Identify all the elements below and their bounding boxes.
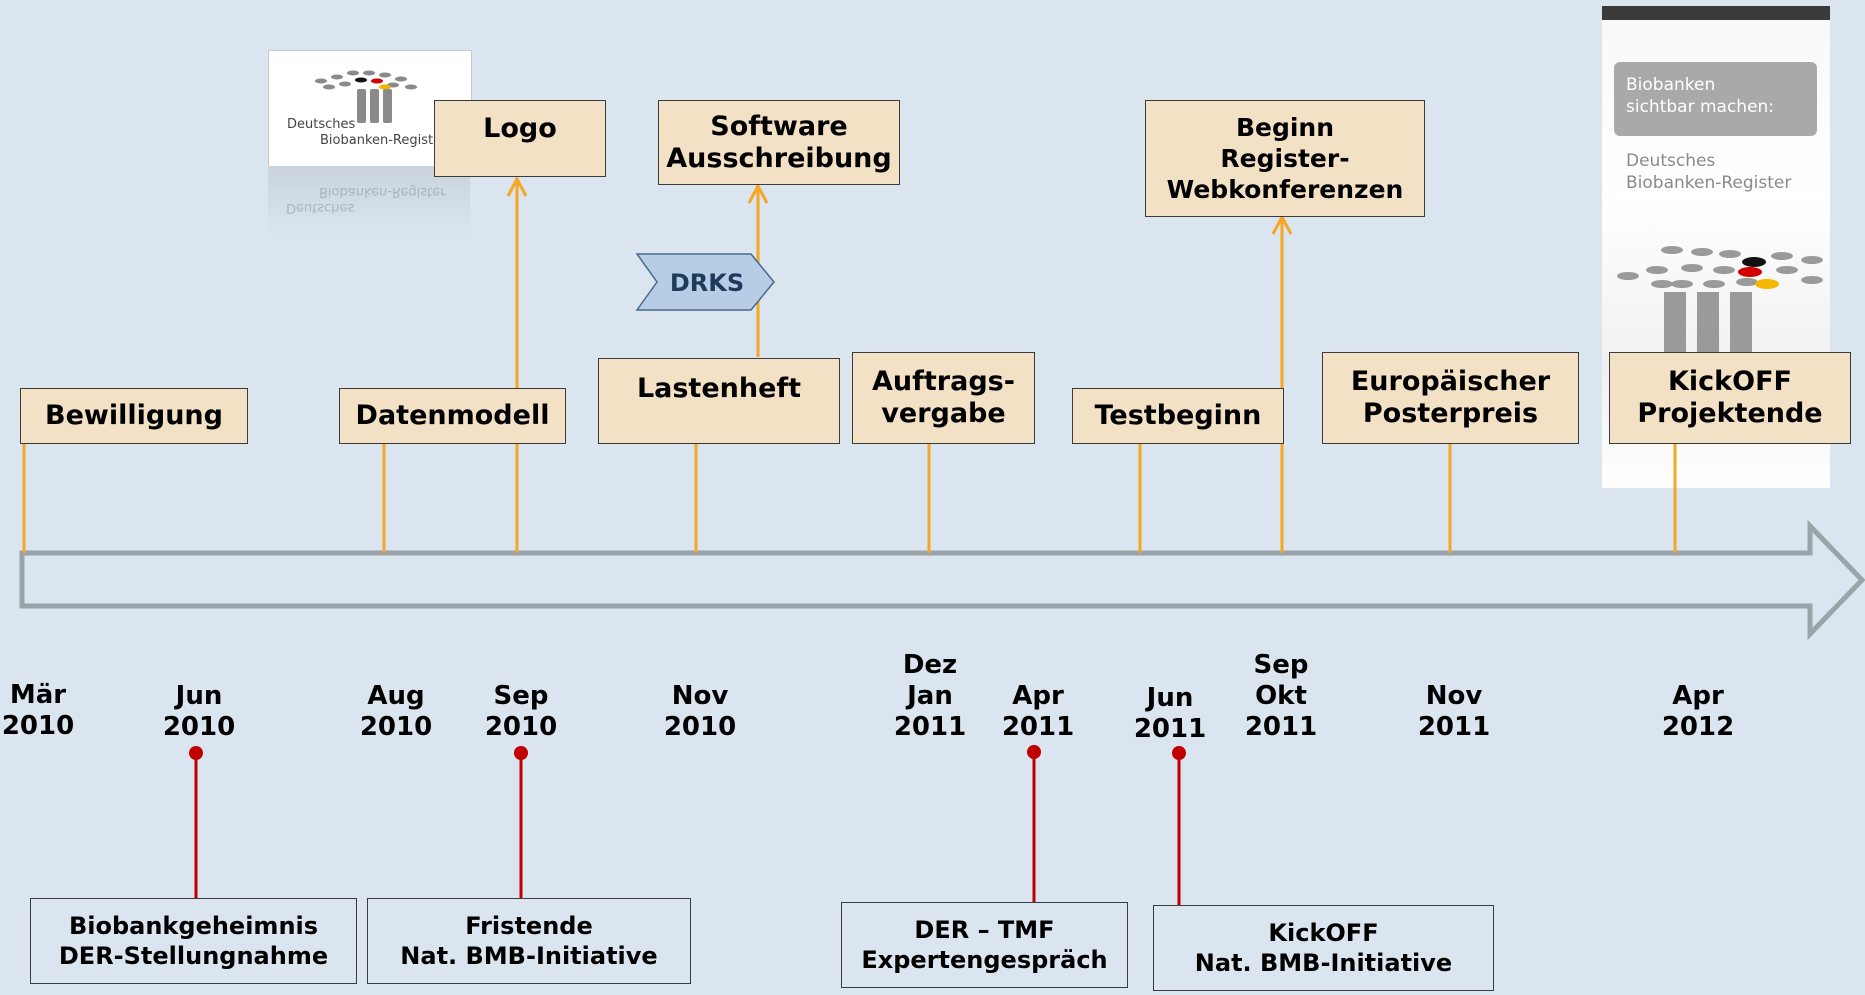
event-kickoff-bmb-label-1: KickOFF [1268,919,1379,947]
logo-reflection: Biobanken-Register Deutsches [268,166,470,236]
date-line: 2010 [1,711,75,741]
date-apr-2011: Apr 2011 [1002,681,1074,743]
event-der-tmf-label-1: DER – TMF [914,916,1055,944]
logo-line-2: Biobanken-Register [320,133,447,148]
event-posterpreis-label-2: Posterpreis [1362,398,1539,429]
poster-banner-headline-box [1614,62,1817,136]
date-aug-2010: Aug 2010 [360,681,432,743]
event-software-label-2: Ausschreibung [666,142,892,174]
date-line: Jan [907,681,953,711]
date-line: Okt [1255,681,1307,711]
date-line: Mär [9,680,67,710]
date-line: Apr [1672,681,1724,711]
date-nov-2011: Nov 2011 [1418,681,1490,743]
timeline-arrow-shape [19,519,1865,641]
event-register-webkonferenzen: Beginn Register- Webkonferenzen [1145,100,1425,217]
date-line: Apr [1012,681,1064,711]
date-sep-2010: Sep 2010 [485,681,557,743]
drks-tag-shape [635,253,775,311]
event-datenmodell-label: Datenmodell [355,400,550,431]
date-line: Sep [493,681,549,711]
poster-headline-line-1: Biobanken [1626,75,1716,95]
event-kickoff-projektende: KickOFF Projektende [1609,352,1851,444]
date-line: 2011 [1001,712,1075,742]
date-line: Nov [671,681,729,711]
event-projektende-label-1: KickOFF [1668,366,1792,397]
event-fristende-label-2: Nat. BMB-Initiative [400,942,658,970]
event-biobankgeheimnis: Biobankgeheimnis DER-Stellungnahme [30,898,357,984]
poster-headline-line-2: sichtbar machen: [1626,97,1775,117]
date-line: 2010 [162,712,236,742]
event-bewilligung: Bewilligung [20,388,248,444]
pin-dot-biobankgeheimnis [189,746,203,760]
event-biobankgeheimnis-label-2: DER-Stellungnahme [58,942,329,970]
date-line: Jun [1146,683,1194,713]
event-der-tmf-label-2: Expertengespräch [861,946,1108,974]
date-line: Dez [902,650,958,680]
event-auftragsvergabe-label-2: vergabe [881,398,1006,429]
event-logo-label: Logo [483,113,557,144]
event-auftragsvergabe-label-1: Auftrags- [872,366,1015,397]
date-line: Nov [1425,681,1483,711]
event-lastenheft-label: Lastenheft [636,373,802,404]
date-line: Aug [367,681,425,711]
date-line: 2012 [1661,712,1735,742]
pin-dot-kickoff-bmb [1172,746,1186,760]
event-europaeischer-posterpreis: Europäischer Posterpreis [1322,352,1579,444]
event-logo: Logo [434,100,606,177]
date-sep-okt-2011: Sep Okt 2011 [1245,650,1317,743]
event-kickoff-bmb-label-2: Nat. BMB-Initiative [1194,949,1453,977]
event-fristende-label-1: Fristende [465,912,593,940]
poster-subtitle-line-1: Deutsches [1626,151,1716,171]
event-bewilligung-label: Bewilligung [45,400,223,431]
arrowhead-software [747,182,769,204]
drks-tag-label: DRKS [670,269,744,297]
date-apr-2012: Apr 2012 [1662,681,1734,743]
event-projektende-label-2: Projektende [1637,398,1823,429]
pin-dot-fristende [514,746,528,760]
event-software-ausschreibung: Software Ausschreibung [658,100,900,185]
date-line: 2011 [1244,712,1318,742]
event-posterpreis-label-1: Europäischer [1350,366,1551,397]
date-jun-2011: Jun 2011 [1134,683,1206,745]
poster-banner-subtitle: Deutsches Biobanken-Register [1626,150,1791,194]
date-dez-jan-2011: Dez Jan 2011 [894,650,966,743]
poster-banner-headline: Biobanken sichtbar machen: [1626,74,1774,118]
date-line: 2010 [663,712,737,742]
date-nov-2010: Nov 2010 [664,681,736,743]
event-biobankgeheimnis-label-1: Biobankgeheimnis [68,912,319,940]
date-line: 2011 [893,712,967,742]
date-line: 2011 [1133,714,1207,744]
logo-line-1: Deutsches [287,117,356,132]
event-auftragsvergabe: Auftrags- vergabe [852,352,1035,444]
date-jun-2010: Jun 2010 [163,681,235,743]
event-fristende-bmb: Fristende Nat. BMB-Initiative [367,898,691,984]
event-kickoff-bmb-initiative: KickOFF Nat. BMB-Initiative [1153,905,1494,991]
logo-dots-icon [315,70,417,123]
pin-dot-der-tmf [1027,745,1041,759]
date-line: 2011 [1417,712,1491,742]
event-testbeginn: Testbeginn [1072,388,1284,444]
poster-subtitle-line-2: Biobanken-Register [1626,173,1792,193]
arrowhead-logo [506,175,528,197]
event-datenmodell: Datenmodell [339,388,566,444]
poster-banner-top-strip [1602,6,1830,20]
date-line: 2010 [484,712,558,742]
event-webkonferenzen-label-2: Register- [1220,144,1350,173]
date-line: Jun [175,681,223,711]
event-software-label-1: Software [710,110,848,142]
event-lastenheft: Lastenheft [598,358,840,444]
arrowhead-webkonferenzen [1271,213,1293,235]
date-line: 2010 [359,712,433,742]
event-testbeginn-label: Testbeginn [1094,400,1262,431]
event-webkonferenzen-label-1: Beginn [1235,113,1335,142]
event-webkonferenzen-label-3: Webkonferenzen [1166,175,1404,204]
event-der-tmf-expertengespraech: DER – TMF Expertengespräch [841,902,1128,988]
date-line: Sep [1253,650,1309,680]
date-maer-2010: Mär 2010 [2,680,74,742]
